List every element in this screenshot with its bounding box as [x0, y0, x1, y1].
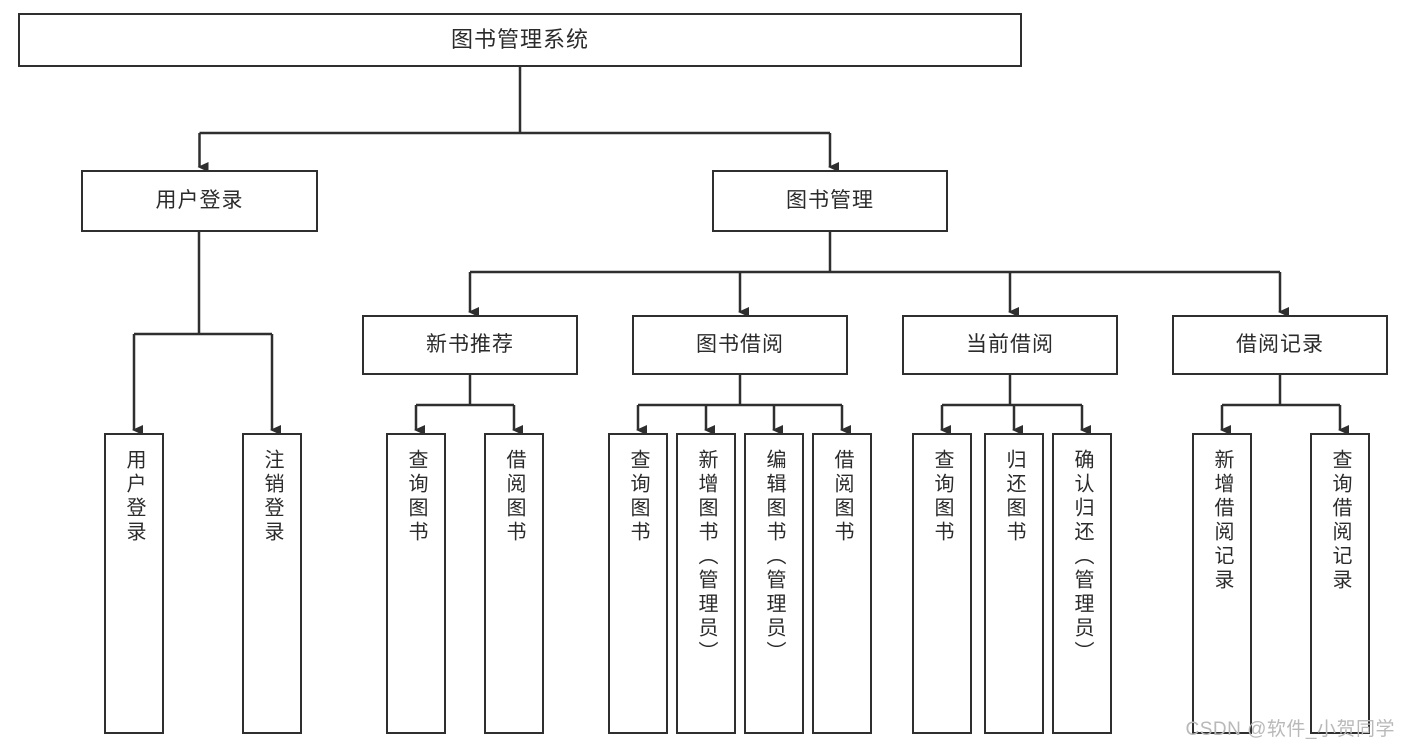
node-leaf-borrow-book-rec-label: 借阅图书 [503, 449, 525, 545]
node-leaf-add-record[interactable]: 新增借阅记录 [1192, 433, 1252, 734]
node-book-manage-label: 图书管理 [786, 189, 874, 213]
node-leaf-user-login-label: 用户登录 [123, 449, 145, 545]
node-leaf-query-book-brw-label: 查询图书 [627, 449, 649, 545]
node-leaf-user-logout-label: 注销登录 [261, 449, 283, 545]
node-user-login-label: 用户登录 [155, 189, 244, 213]
node-leaf-borrow-book-brw-label: 借阅图书 [831, 449, 853, 545]
node-leaf-query-book-rec-label: 查询图书 [405, 449, 427, 545]
node-borrow-record[interactable]: 借阅记录 [1172, 315, 1388, 375]
node-leaf-query-record-label: 查询借阅记录 [1329, 449, 1351, 593]
node-book-borrow[interactable]: 图书借阅 [632, 315, 848, 375]
node-new-book-rec[interactable]: 新书推荐 [362, 315, 578, 375]
node-borrow-record-label: 借阅记录 [1236, 333, 1324, 357]
node-leaf-confirm-return-label: 确认归还（管理员） [1071, 449, 1093, 665]
node-leaf-query-book-cur-label: 查询图书 [931, 449, 953, 545]
node-current-borrow-label: 当前借阅 [966, 333, 1054, 357]
node-leaf-add-record-label: 新增借阅记录 [1211, 449, 1233, 593]
node-leaf-add-book-label: 新增图书（管理员） [695, 449, 717, 665]
node-leaf-return-book[interactable]: 归还图书 [984, 433, 1044, 734]
node-leaf-query-record[interactable]: 查询借阅记录 [1310, 433, 1370, 734]
node-leaf-query-book-rec[interactable]: 查询图书 [386, 433, 446, 734]
node-current-borrow[interactable]: 当前借阅 [902, 315, 1118, 375]
node-leaf-query-book-cur[interactable]: 查询图书 [912, 433, 972, 734]
watermark-label: CSDN @软件_小贺同学 [1185, 719, 1395, 740]
node-leaf-confirm-return[interactable]: 确认归还（管理员） [1052, 433, 1112, 734]
node-root[interactable]: 图书管理系统 [18, 13, 1022, 67]
node-user-login[interactable]: 用户登录 [81, 170, 318, 232]
node-leaf-query-book-brw[interactable]: 查询图书 [608, 433, 668, 734]
node-leaf-edit-book[interactable]: 编辑图书（管理员） [744, 433, 804, 734]
node-leaf-user-logout[interactable]: 注销登录 [242, 433, 302, 734]
node-new-book-rec-label: 新书推荐 [426, 333, 514, 357]
node-leaf-user-login[interactable]: 用户登录 [104, 433, 164, 734]
node-leaf-edit-book-label: 编辑图书（管理员） [763, 449, 785, 665]
node-leaf-add-book[interactable]: 新增图书（管理员） [676, 433, 736, 734]
node-book-borrow-label: 图书借阅 [696, 333, 784, 357]
node-root-label: 图书管理系统 [450, 26, 589, 52]
node-leaf-borrow-book-rec[interactable]: 借阅图书 [484, 433, 544, 734]
node-leaf-return-book-label: 归还图书 [1003, 449, 1025, 545]
node-leaf-borrow-book-brw[interactable]: 借阅图书 [812, 433, 872, 734]
node-book-manage[interactable]: 图书管理 [712, 170, 948, 232]
